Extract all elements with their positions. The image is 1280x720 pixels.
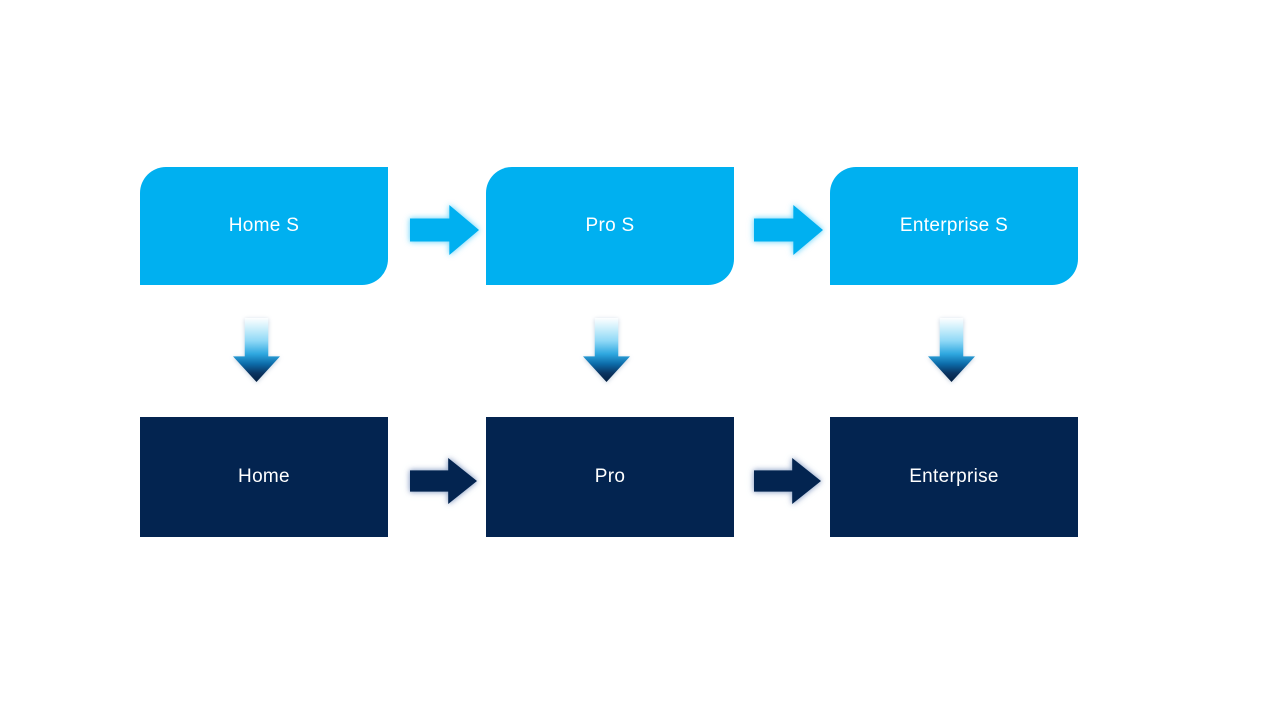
node-enterprise: Enterprise	[830, 417, 1078, 537]
node-enterprise-s-label: Enterprise S	[899, 215, 1009, 236]
right-arrow-shape	[754, 205, 823, 255]
node-home: Home	[140, 417, 388, 537]
node-pro-label: Pro	[594, 466, 626, 487]
down-arrow-icon	[233, 318, 280, 382]
down-arrow-shape	[233, 318, 280, 382]
right-arrow-icon	[754, 458, 821, 504]
node-home-s: Home S	[140, 167, 388, 285]
right-arrow-icon	[410, 458, 477, 504]
node-home-s-label: Home S	[228, 215, 300, 236]
node-pro-s: Pro S	[486, 167, 734, 285]
down-arrow-icon	[583, 318, 630, 382]
node-pro-s-label: Pro S	[585, 215, 635, 236]
down-arrow-icon	[928, 318, 975, 382]
node-enterprise-s: Enterprise S	[830, 167, 1078, 285]
right-arrow-shape	[410, 205, 479, 255]
down-arrow-shape	[583, 318, 630, 382]
down-arrow-shape	[928, 318, 975, 382]
node-pro: Pro	[486, 417, 734, 537]
right-arrow-shape	[754, 458, 821, 504]
right-arrow-icon	[410, 205, 479, 255]
node-home-label: Home	[238, 466, 290, 487]
right-arrow-icon	[754, 205, 823, 255]
right-arrow-shape	[410, 458, 477, 504]
node-enterprise-label: Enterprise	[909, 466, 999, 487]
